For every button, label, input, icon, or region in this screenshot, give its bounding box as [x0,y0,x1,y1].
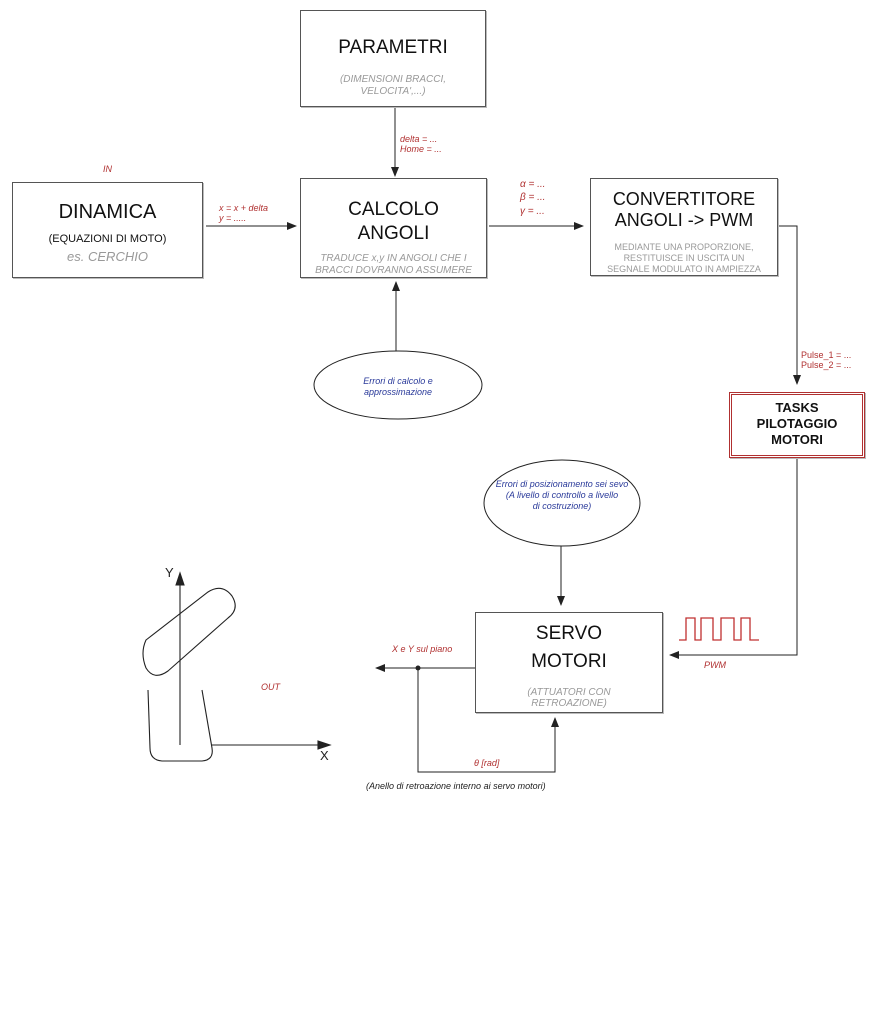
feedback-loop-line [417,668,559,773]
dinamica-title: DINAMICA [58,201,157,223]
convertitore-title-line-1: CONVERTITORE [612,189,756,209]
convertitore-title-line-2: ANGOLI -> PWM [614,210,754,230]
label-gamma: γ = ... [520,206,545,217]
label-in: IN [103,164,112,174]
calc-errors-ellipse [313,350,483,420]
calc-errors-line-2: approssimazione [363,387,433,397]
label-pulse-2: Pulse_2 = ... [801,360,852,370]
label-y-eq: y = ..... [219,213,247,223]
label-home: Home = ... [400,144,442,154]
upper-arm-shape [142,587,236,676]
tasks-title-line-3: MOTORI [771,432,823,447]
pos-errors-ellipse [483,459,641,547]
label-x-eq: x = x + delta [219,203,269,213]
parametri-subtitle-line-1: (DIMENSIONI BRACCI, [339,74,447,85]
parametri-block: PARAMETRI (DIMENSIONI BRACCI, VELOCITA',… [300,10,486,107]
calc-errors-line-1: Errori di calcolo e [363,376,433,386]
label-feedback-loop: (Anello di retroazione interno ai servo … [366,781,546,791]
pos-errors-line-2: (A livello di controllo a livello [505,490,619,500]
label-pulse-1: Pulse_1 = ... [801,350,852,360]
y-axis-arrow-icon [175,571,185,586]
tasks-title-line-2: PILOTAGGIO [756,416,838,431]
label-pwm: PWM [704,660,726,670]
x-axis-arrow-icon [317,740,332,750]
calcolo-subtitle-line-1: TRADUCE x,y IN ANGOLI CHE I [320,253,467,264]
robot-arm-icon [142,571,332,762]
label-alpha: α = ... [520,179,546,190]
axis-y-label: Y [165,565,174,580]
servo-title-line-1: SERVO [535,623,603,644]
servo-title-line-2: MOTORI [531,651,607,672]
convertitore-subtitle-line-2: RESTITUISCE IN USCITA UN [623,253,745,263]
calcolo-subtitle-line-2: BRACCI DOVRANNO ASSUMERE [315,265,472,276]
tasks-block: TASKS PILOTAGGIO MOTORI [729,392,865,458]
junction-dot [415,665,421,671]
parametri-title: PARAMETRI [338,37,448,58]
calcolo-angoli-block: CALCOLO ANGOLI TRADUCE x,y IN ANGOLI CHE… [300,178,487,278]
axis-x-label: X [320,748,329,763]
dinamica-subtitle: (EQUAZIONI DI MOTO) [48,233,167,245]
convertitore-block: CONVERTITORE ANGOLI -> PWM MEDIANTE UNA … [590,178,778,276]
convertitore-subtitle-line-1: MEDIANTE UNA PROPORZIONE, [614,242,754,252]
calcolo-title-line-1: CALCOLO [348,199,439,220]
pos-errors-line-3: di costruzione) [532,501,592,511]
label-xy-plane: X e Y sul piano [392,644,453,654]
servo-subtitle-line-2: RETROAZIONE) [531,698,607,709]
label-theta: θ [rad] [474,758,500,768]
dinamica-block: DINAMICA (EQUAZIONI DI MOTO) es. CERCHIO [12,182,203,278]
servo-subtitle-line-1: (ATTUATORI CON [527,687,611,698]
calcolo-title-line-2: ANGOLI [357,223,430,244]
tasks-title-line-1: TASKS [775,400,819,415]
label-delta: delta = ... [400,134,438,144]
parametri-subtitle-line-2: VELOCITA',...) [360,86,426,97]
arrow-tasks-to-servo [669,458,798,659]
label-beta: β = ... [520,192,546,203]
dinamica-example: es. CERCHIO [67,249,148,264]
label-out: OUT [261,682,280,692]
lower-arm-shape [147,689,213,762]
pos-errors-line-1: Errori di posizionamento sei sevo [495,479,629,489]
arrow-convertitore-to-tasks [779,225,801,385]
pwm-signal-icon [679,617,759,641]
convertitore-subtitle-line-3: SEGNALE MODULATO IN AMPIEZZA [607,264,761,274]
servo-motori-block: SERVO MOTORI (ATTUATORI CON RETROAZIONE) [475,612,663,713]
